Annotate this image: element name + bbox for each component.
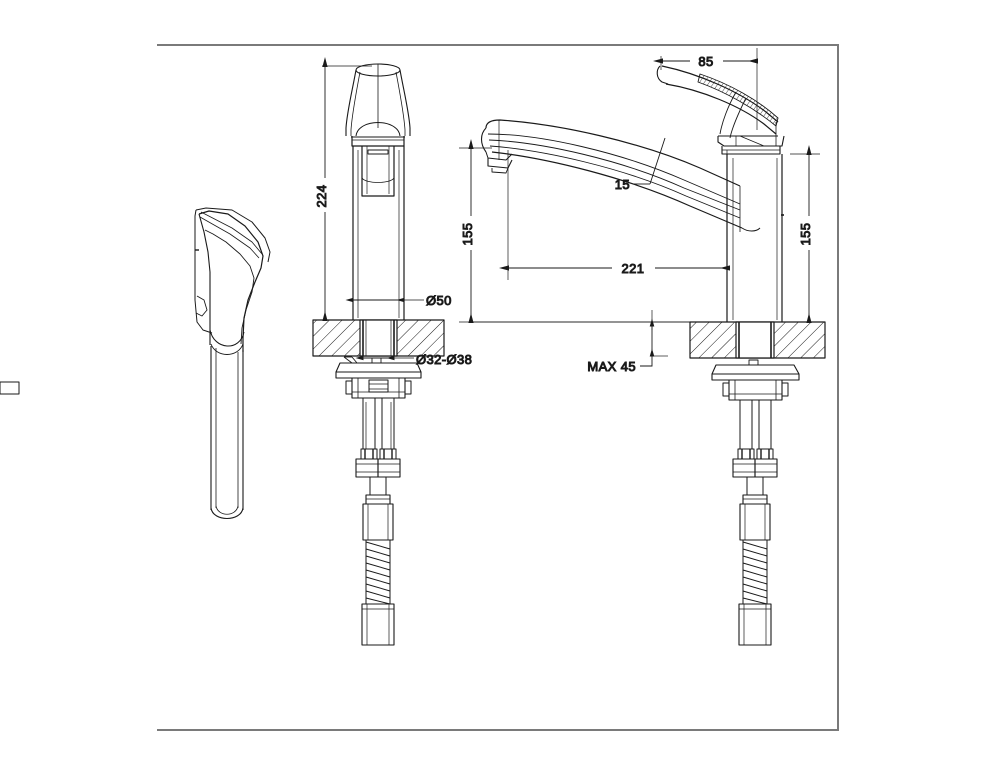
dimension-spout-thickness-15: 15 — [614, 137, 666, 193]
profile-view-lever — [656, 65, 785, 147]
front-view — [312, 63, 445, 646]
front-view-mounting-plate — [335, 356, 422, 379]
profile-view-spout — [480, 119, 761, 232]
dimension-max-worktop-45: MAX 45 — [587, 310, 668, 375]
dim-155-left-label: 155 — [460, 223, 475, 246]
front-view-lever-cap — [345, 63, 411, 197]
profile-view-hex-nuts — [732, 458, 778, 478]
profile-view-lower-riser — [739, 477, 771, 541]
profile-view-collar — [721, 146, 781, 155]
front-view-hose-end-fitting — [361, 603, 395, 646]
dim-155-right-label: 155 — [798, 223, 813, 246]
profile-view-supply-tubes — [737, 400, 774, 460]
dim-hole-label: Ø32-Ø38 — [416, 352, 472, 367]
dim-max45-label: MAX 45 — [587, 359, 636, 374]
profile-view-hose-end-fitting — [738, 603, 772, 646]
drawing-frame-border — [157, 44, 839, 731]
dim-d50-label: Ø50 — [426, 293, 452, 308]
profile-view-worktop-section — [689, 321, 826, 359]
dim-85-label: 85 — [698, 54, 713, 69]
dimension-hole-32-38: Ø32-Ø38 — [355, 352, 472, 368]
front-view-worktop-section — [312, 319, 445, 357]
front-view-flexible-hose — [365, 540, 391, 605]
side-handle-view — [194, 207, 271, 520]
front-view-hex-nuts — [355, 458, 401, 478]
front-view-lower-riser — [362, 477, 394, 541]
dimension-body-height-155-right: 155 — [790, 145, 820, 323]
profile-view-mounting-plate — [711, 359, 800, 381]
profile-view — [0, 65, 826, 646]
dim-221-label: 221 — [622, 261, 645, 276]
dim-15-label: 15 — [615, 177, 630, 192]
dimension-height-224: 224 — [312, 57, 372, 321]
dimension-reach-221: 221 — [499, 150, 730, 280]
front-view-clamp-assembly — [345, 378, 412, 399]
profile-view-clamp-assembly — [0, 380, 789, 401]
dim-224-label: 224 — [314, 185, 329, 208]
profile-view-flexible-hose — [742, 540, 768, 605]
dimension-lever-85: 85 — [653, 48, 758, 130]
front-view-body-cylinder — [352, 146, 405, 320]
dimension-diameter-50: Ø50 — [345, 293, 452, 309]
